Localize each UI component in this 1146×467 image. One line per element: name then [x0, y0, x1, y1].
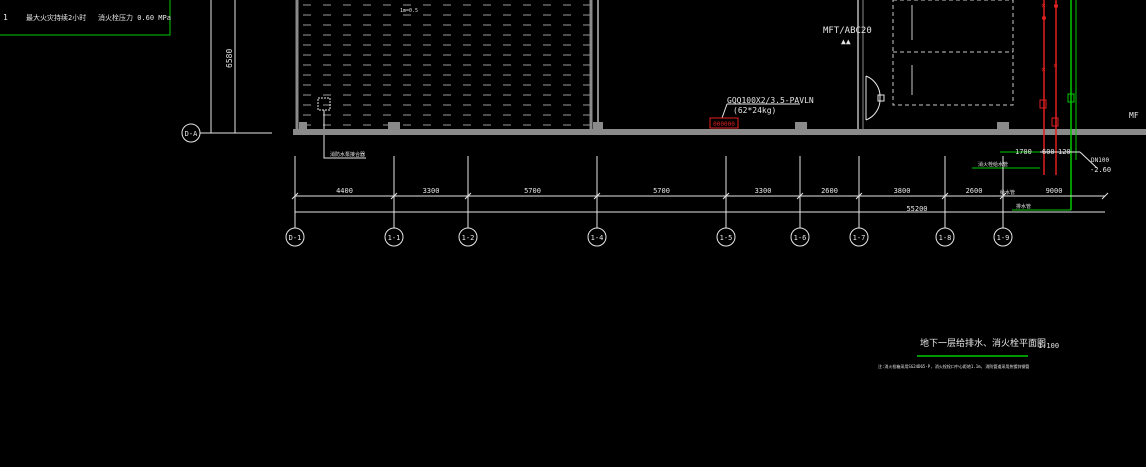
hydrant-cabinet-callout: GQQ100X2/3.5-PAVLN (62*24kg) 000000 — [709, 96, 814, 129]
span-dimension: 3300 — [755, 187, 772, 195]
hatched-room: 1m=0.5 消防水泵接合器 — [295, 0, 599, 159]
grid-bubble-label: 1-2 — [462, 234, 475, 242]
grid-bubble-label: 1-8 — [939, 234, 952, 242]
row-bubble-label: D-A — [185, 130, 198, 138]
cabinet-code: GQQ100X2/3.5-PAVLN — [727, 96, 814, 105]
green-label-1: 消火栓给水管 — [978, 161, 1008, 168]
mft-marks: ▲▲ — [841, 37, 851, 46]
legend-item-text: 最大火灾持续2小时 — [26, 13, 86, 22]
grid-bubble-label: D-1 — [289, 234, 302, 242]
legend-table: 1 最大火灾持续2小时 消火栓压力 0.60 MPa — [0, 0, 171, 36]
span-dimension: 5700 — [524, 187, 541, 195]
grid-bubble-label: 1-6 — [794, 234, 807, 242]
left-dimension: 6580 — [200, 0, 272, 134]
span-dimension: 3800 — [894, 187, 911, 195]
grid-bubble-1-8: 1-8 — [935, 227, 955, 247]
pipe-dn: DN100 — [1091, 157, 1109, 164]
drawing-title: 地下一层给排水、消火栓平面图 — [920, 337, 1046, 349]
span-dimension: 2600 — [821, 187, 838, 195]
svg-text:×: × — [1053, 61, 1058, 70]
dimension-6580: 6580 — [225, 49, 234, 68]
hydrant-cabinet-red-box — [709, 117, 739, 129]
elevation-note: -2.60 — [1090, 166, 1111, 174]
grid-bubble-label: 1-1 — [388, 234, 401, 242]
span-dimension: 9000 — [1046, 187, 1063, 195]
dim-600: 600 — [1042, 148, 1055, 156]
span-dimension: 4400 — [336, 187, 353, 195]
column-grid: 55200 4400 3300 5700 5700 3300 2600 3800 2600 90… — [285, 156, 1109, 247]
green-label-3: 排水管 — [1016, 203, 1031, 210]
extinguisher-area: MFT/ABC20 ▲▲ — [823, 0, 1014, 121]
span-dimension: 5700 — [653, 187, 670, 195]
grid-bubble-d-1: D-1 — [285, 227, 305, 247]
grid-bubble-label: 1-5 — [720, 234, 733, 242]
green-label-2: 给水管 — [1000, 189, 1015, 196]
legend-row-index: 1 — [3, 13, 8, 22]
cabinet-red-label: 000000 — [713, 121, 735, 128]
hydrant-tag: 消防水泵接合器 — [330, 151, 365, 158]
drawing-scale: 1:100 — [1038, 342, 1059, 350]
svg-text:×: × — [1041, 1, 1046, 10]
grid-bubble-label: 1-4 — [591, 234, 604, 242]
title-block: 地下一层给排水、消火栓平面图 1:100 注:消火栓箱采用SG24D65-P, … — [878, 337, 1059, 369]
right-edge-tag: MF — [1129, 111, 1139, 120]
grid-bubble-1-9: 1-9 — [993, 227, 1013, 247]
span-dimension: 2600 — [966, 187, 983, 195]
riser-pipes: × × × DN100 -2.60 MF — [1039, 0, 1139, 210]
grid-bubble-label: 1-9 — [997, 234, 1010, 242]
drawing-note: 注:消火栓箱采用SG24D65-P, 消火栓栓口中心距地1.1m, 消防管道采用… — [878, 363, 1029, 369]
grid-bubble-1-5: 1-5 — [716, 227, 736, 247]
room-small-tag: 1m=0.5 — [400, 8, 418, 14]
legend-value-text: 消火栓压力 0.60 MPa — [98, 13, 171, 22]
span-dimension: 3300 — [423, 187, 440, 195]
grid-bubble-1-1: 1-1 — [384, 227, 404, 247]
grid-bubble-1-2: 1-2 — [458, 227, 478, 247]
dim-120: 120 — [1058, 148, 1071, 156]
cabinet-weight: (62*24kg) — [733, 106, 776, 115]
grid-bubble-1-6: 1-6 — [790, 227, 810, 247]
mft-label: MFT/ABC20 — [823, 26, 872, 36]
row-bubble-d-a: D-A — [181, 123, 201, 143]
total-dimension: 55200 — [906, 205, 927, 213]
grid-bubble-label: 1-7 — [853, 234, 866, 242]
svg-text:×: × — [1041, 65, 1046, 74]
dim-1700: 1700 — [1015, 148, 1032, 156]
grid-bubble-1-7: 1-7 — [849, 227, 869, 247]
main-wall — [293, 0, 1146, 135]
grid-bubble-1-4: 1-4 — [587, 227, 607, 247]
